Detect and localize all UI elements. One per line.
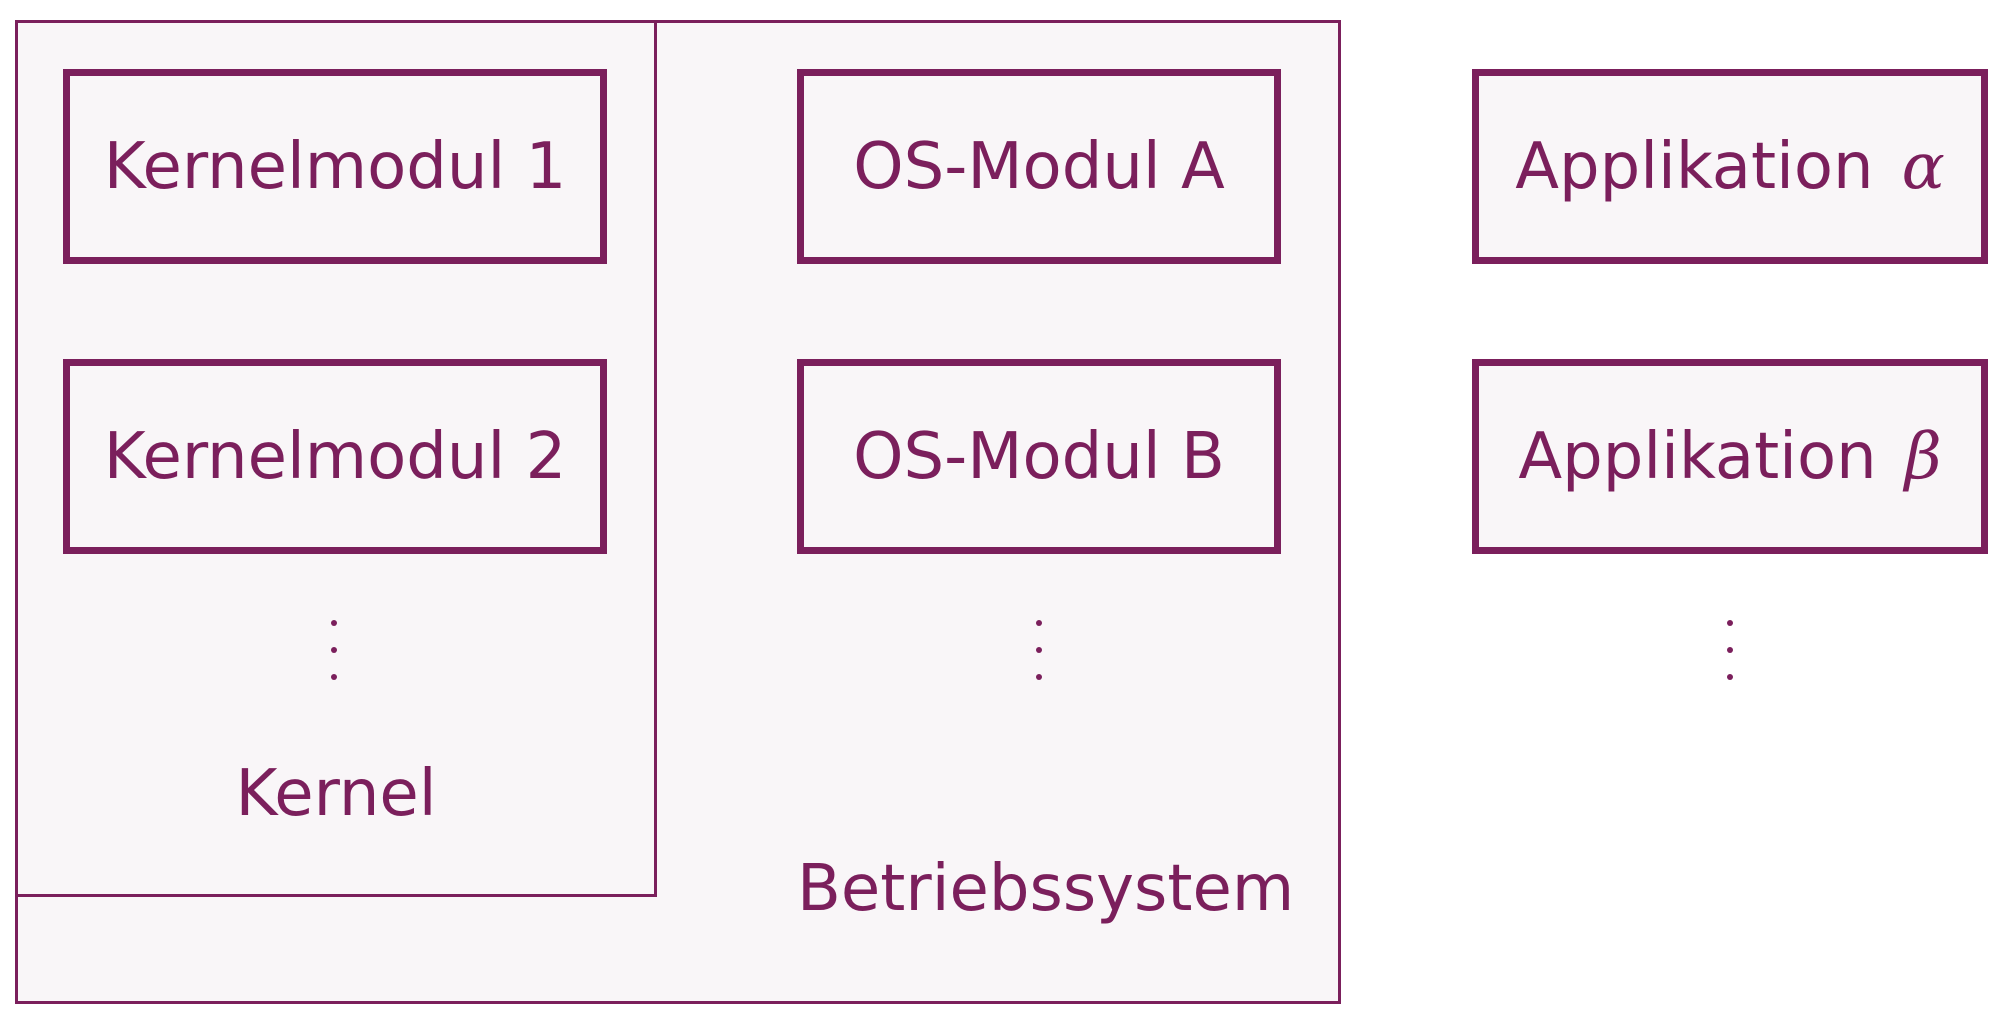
kernel-module-2: Kernelmodul 2 — [63, 359, 607, 554]
os-label: Betriebssystem — [797, 852, 1295, 926]
os-module-b-label: OS-Modul B — [853, 419, 1225, 494]
applications-continuation — [1720, 620, 1740, 684]
kernel-module-1-label: Kernelmodul 1 — [103, 129, 567, 204]
kernel-module-1: Kernelmodul 1 — [63, 69, 607, 264]
application-beta-symbol: β — [1904, 419, 1942, 494]
kernel-label: Kernel — [235, 757, 437, 831]
application-alpha-symbol: α — [1901, 129, 1945, 204]
application-alpha: Applikation α — [1472, 69, 1988, 264]
os-module-a-label: OS-Modul A — [853, 129, 1225, 204]
application-beta: Applikation β — [1472, 359, 1988, 554]
os-modules-continuation — [1029, 620, 1049, 684]
kernel-module-2-label: Kernelmodul 2 — [103, 419, 567, 494]
kernel-modules-continuation — [324, 620, 344, 684]
application-beta-label: Applikation — [1518, 419, 1877, 494]
os-module-b: OS-Modul B — [797, 359, 1281, 554]
os-module-a: OS-Modul A — [797, 69, 1281, 264]
application-alpha-label: Applikation — [1515, 129, 1874, 204]
